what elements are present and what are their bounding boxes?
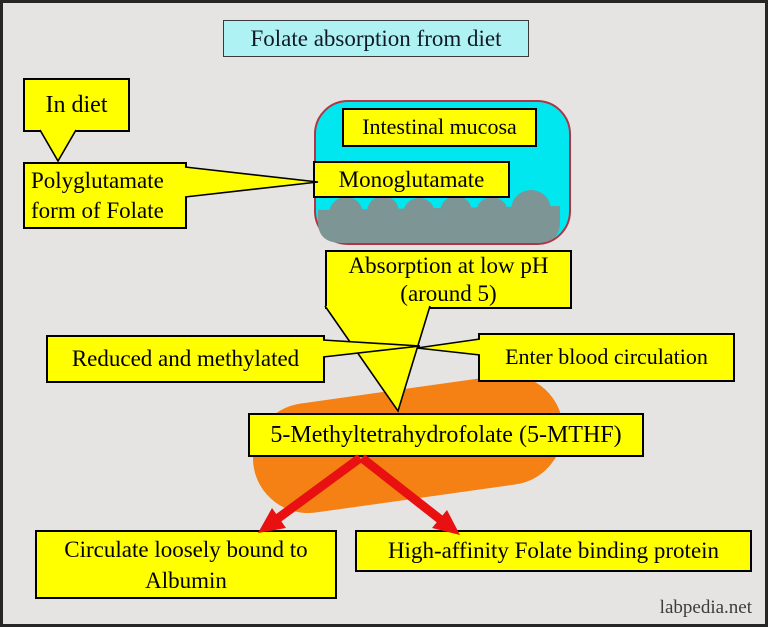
node-folate-binding-protein: High-affinity Folate binding protein bbox=[355, 530, 752, 572]
callout-pointer-reduced bbox=[322, 339, 421, 358]
node-monoglutamate: Monoglutamate bbox=[313, 161, 510, 198]
callout-pointer-in-diet bbox=[39, 129, 77, 163]
node-5-mthf: 5-Methyltetrahydrofolate (5-MTHF) bbox=[248, 413, 644, 457]
node-absorption-low-ph: Absorption at low pH (around 5) bbox=[325, 250, 572, 309]
watermark: labpedia.net bbox=[659, 597, 752, 618]
node-in-diet: In diet bbox=[23, 78, 130, 132]
arrow-to-binding-protein bbox=[359, 454, 460, 535]
arrow-to-albumin bbox=[258, 454, 363, 533]
node-albumin-bound: Circulate loosely bound to Albumin bbox=[35, 530, 337, 599]
node-reduced-methylated: Reduced and methylated bbox=[46, 335, 325, 383]
callout-pointer-polyglutamate bbox=[184, 166, 319, 198]
callout-pointer-absorption bbox=[324, 305, 431, 413]
callout-pointer-enter-blood bbox=[416, 338, 481, 356]
node-enter-blood-circulation: Enter blood circulation bbox=[478, 333, 735, 382]
node-intestinal-mucosa: Intestinal mucosa bbox=[342, 108, 537, 147]
title-box: Folate absorption from diet bbox=[223, 20, 529, 57]
node-polyglutamate: Polyglutamate form of Folate bbox=[23, 162, 187, 229]
